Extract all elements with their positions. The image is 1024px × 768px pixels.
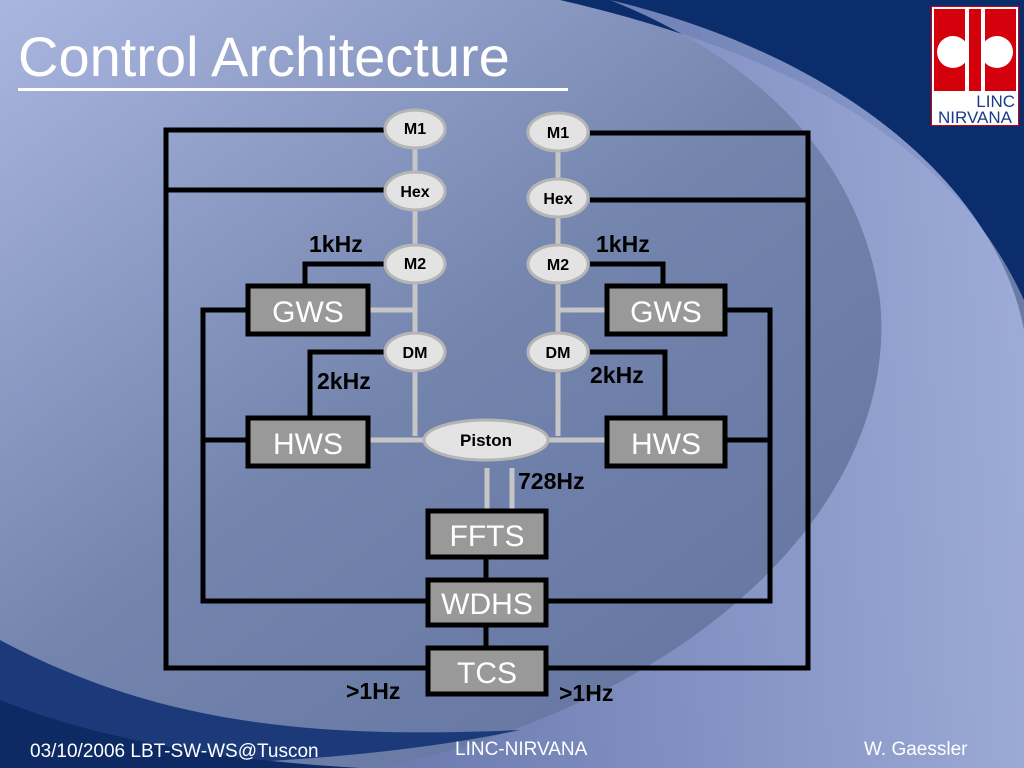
left-hex-label: Hex [400,184,429,201]
right-m2: M2 [526,243,590,285]
piston-label: Piston [460,431,512,450]
freq-right-2khz: 2kHz [590,362,644,388]
right-hex-label: Hex [543,191,572,208]
left-m1: M1 [383,108,447,150]
right-gws-box: GWS [604,283,728,337]
linc-nirvana-logo: LINC NIRVANA [931,6,1019,126]
footer-date-event: 03/10/2006 LBT-SW-WS@Tuscon [30,741,319,762]
right-gws-label: GWS [630,296,702,329]
left-hex: Hex [383,170,447,212]
black-connection-lines [163,127,811,671]
left-gws-box: GWS [245,283,371,337]
footer-author: W. Gaessler [864,739,968,760]
right-m1-label: M1 [547,125,569,142]
right-m1: M1 [526,111,590,153]
right-m2-label: M2 [547,257,569,274]
left-m2: M2 [383,243,447,285]
left-hws-label: HWS [273,428,343,461]
logo-line-nirvana: NIRVANA [938,108,1013,126]
piston: Piston [422,418,550,462]
freq-left-1khz: 1kHz [309,231,363,257]
freq-right-1khz: 1kHz [596,231,650,257]
freq-left-1hz: >1Hz [346,678,400,704]
ffts-box: FFTS [425,508,549,560]
ffts-label: FFTS [450,520,525,553]
right-hex: Hex [526,177,590,219]
freq-right-1hz: >1Hz [559,680,613,706]
right-dm: DM [526,331,590,373]
right-hws-label: HWS [631,428,701,461]
freq-728hz: 728Hz [518,468,584,494]
grey-connectors [368,148,607,510]
wdhs-box: WDHS [425,577,549,628]
left-m2-label: M2 [404,256,426,273]
tcs-label: TCS [457,657,517,690]
right-dm-label: DM [546,345,571,362]
wdhs-label: WDHS [441,588,533,621]
slide-title: Control Architecture [18,25,510,88]
left-dm-label: DM [403,345,428,362]
right-hws-box: HWS [604,415,728,469]
left-m1-label: M1 [404,121,426,138]
logo-line-linc: LINC [976,92,1015,111]
freq-left-2khz: 2kHz [317,368,371,394]
title-underline [18,88,568,91]
left-dm: DM [383,331,447,373]
footer-project: LINC-NIRVANA [455,739,588,760]
left-gws-label: GWS [272,296,344,329]
left-hws-box: HWS [245,415,371,469]
tcs-box: TCS [425,645,549,697]
